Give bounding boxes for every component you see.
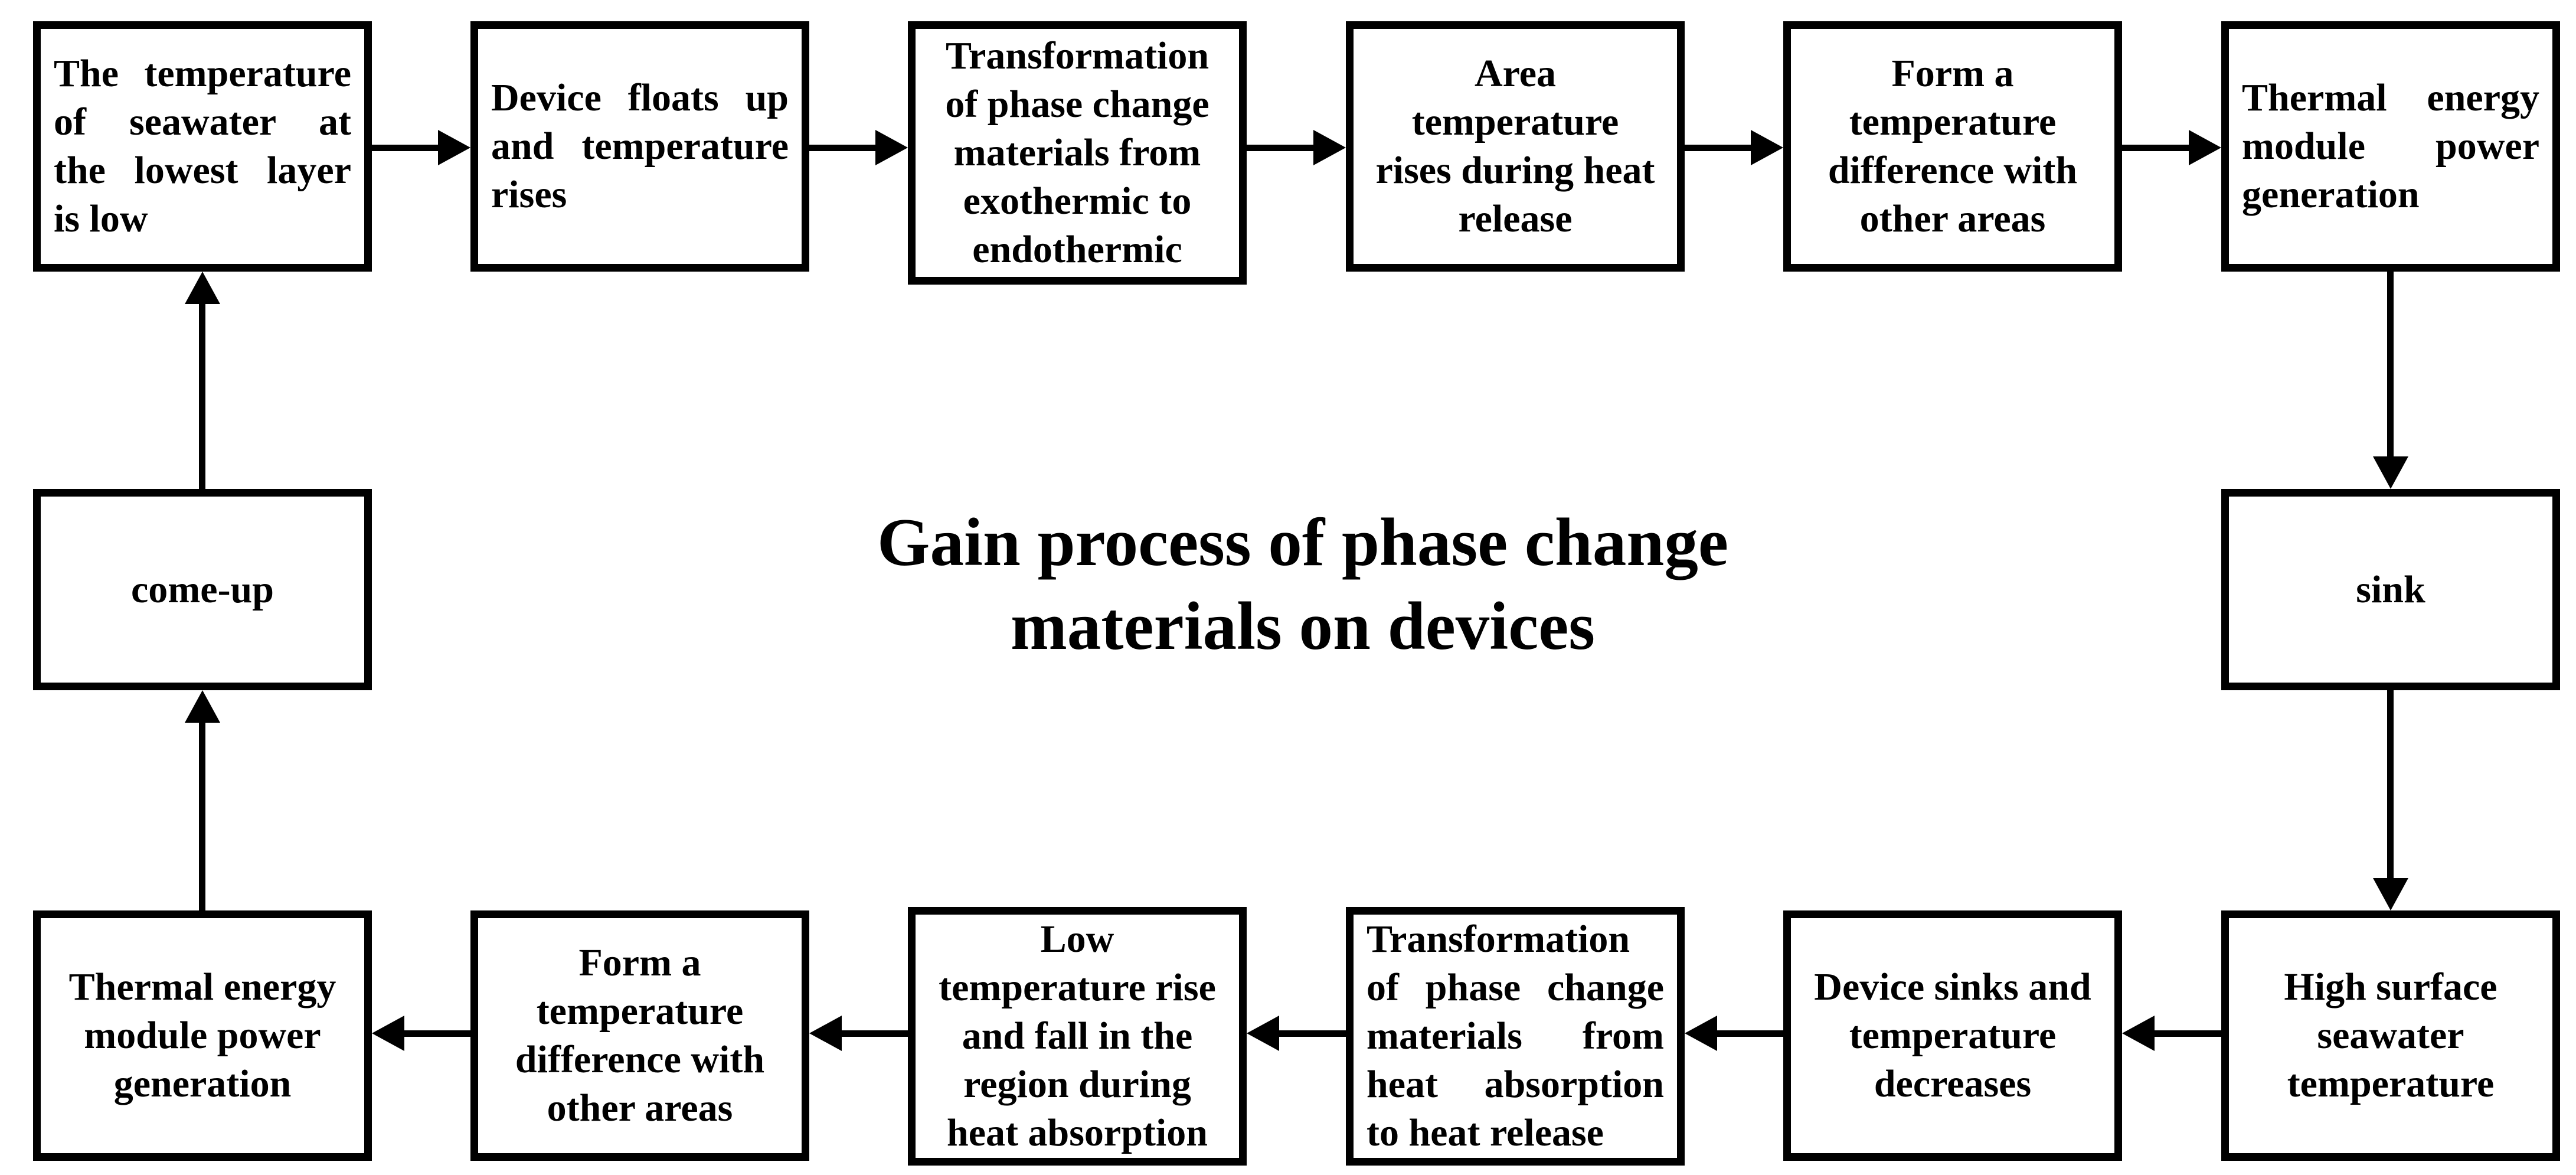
arrowhead-bottom-1 (372, 1016, 404, 1051)
connector-top-4 (1682, 145, 1754, 151)
connector-top-2 (807, 145, 878, 151)
node-device-sinks-label: Device sinks and temperature decreases (1814, 965, 2091, 1105)
arrowhead-bottom-5 (2122, 1016, 2155, 1051)
node-thermal-bottom-label: Thermal energy module power generation (68, 965, 336, 1105)
node-come-up-label: come-up (131, 567, 274, 611)
node-exo-to-endo: Transformation of phase change materials… (908, 21, 1247, 285)
connector-bottom-2 (839, 1030, 910, 1037)
node-low-temp-region: Low temperature rise and fall in the reg… (908, 907, 1247, 1166)
node-form-diff-top-label: Form a temperature difference with other… (1828, 52, 2078, 240)
diagram-title: Gain process of phase change materials o… (877, 505, 1728, 664)
node-come-up: come-up (33, 489, 372, 690)
arrowhead-top-5 (2189, 130, 2221, 165)
connector-top-1 (370, 145, 441, 151)
connector-left-1 (199, 720, 205, 913)
node-low-temp-region-label: Low temperature rise and fall in the reg… (939, 918, 1216, 1154)
connector-bottom-1 (401, 1030, 473, 1037)
node-sink-label: sink (2356, 567, 2425, 611)
connector-top-5 (2120, 145, 2191, 151)
connector-bottom-4 (1714, 1030, 1786, 1037)
arrowhead-top-3 (1313, 130, 1346, 165)
node-high-surface-label: High surface seawater temperature (2284, 965, 2497, 1105)
arrowhead-top-2 (875, 130, 908, 165)
arrowhead-top-4 (1751, 130, 1783, 165)
connector-right-2 (2387, 687, 2394, 882)
connector-bottom-3 (1276, 1030, 1348, 1037)
node-exo-to-endo-label: Transformation of phase change materials… (945, 34, 1209, 271)
node-thermal-bottom: Thermal energy module power generation (33, 910, 372, 1161)
node-high-surface: High surface seawater temperature (2221, 910, 2560, 1161)
node-form-diff-bottom: Form a temperature difference with other… (470, 910, 809, 1161)
node-device-sinks: Device sinks and temperature decreases (1783, 910, 2122, 1161)
connector-top-3 (1244, 145, 1316, 151)
arrowhead-bottom-3 (1247, 1016, 1279, 1051)
connector-right-1 (2387, 269, 2394, 461)
node-form-diff-top: Form a temperature difference with other… (1783, 21, 2122, 272)
arrowhead-right-1 (2373, 456, 2408, 489)
connector-left-2 (199, 301, 205, 492)
node-area-temp-rises-label: Area temperature rises during heat relea… (1375, 52, 1655, 240)
arrowhead-bottom-2 (809, 1016, 842, 1051)
arrowhead-right-2 (2373, 878, 2408, 910)
arrowhead-bottom-4 (1685, 1016, 1717, 1051)
node-sink: sink (2221, 489, 2560, 690)
arrowhead-left-1 (185, 690, 220, 723)
connector-bottom-5 (2152, 1030, 2223, 1037)
node-area-temp-rises: Area temperature rises during heat relea… (1346, 21, 1685, 272)
arrowhead-left-2 (185, 272, 220, 304)
arrowhead-top-1 (438, 130, 470, 165)
node-form-diff-bottom-label: Form a temperature difference with other… (515, 941, 765, 1130)
